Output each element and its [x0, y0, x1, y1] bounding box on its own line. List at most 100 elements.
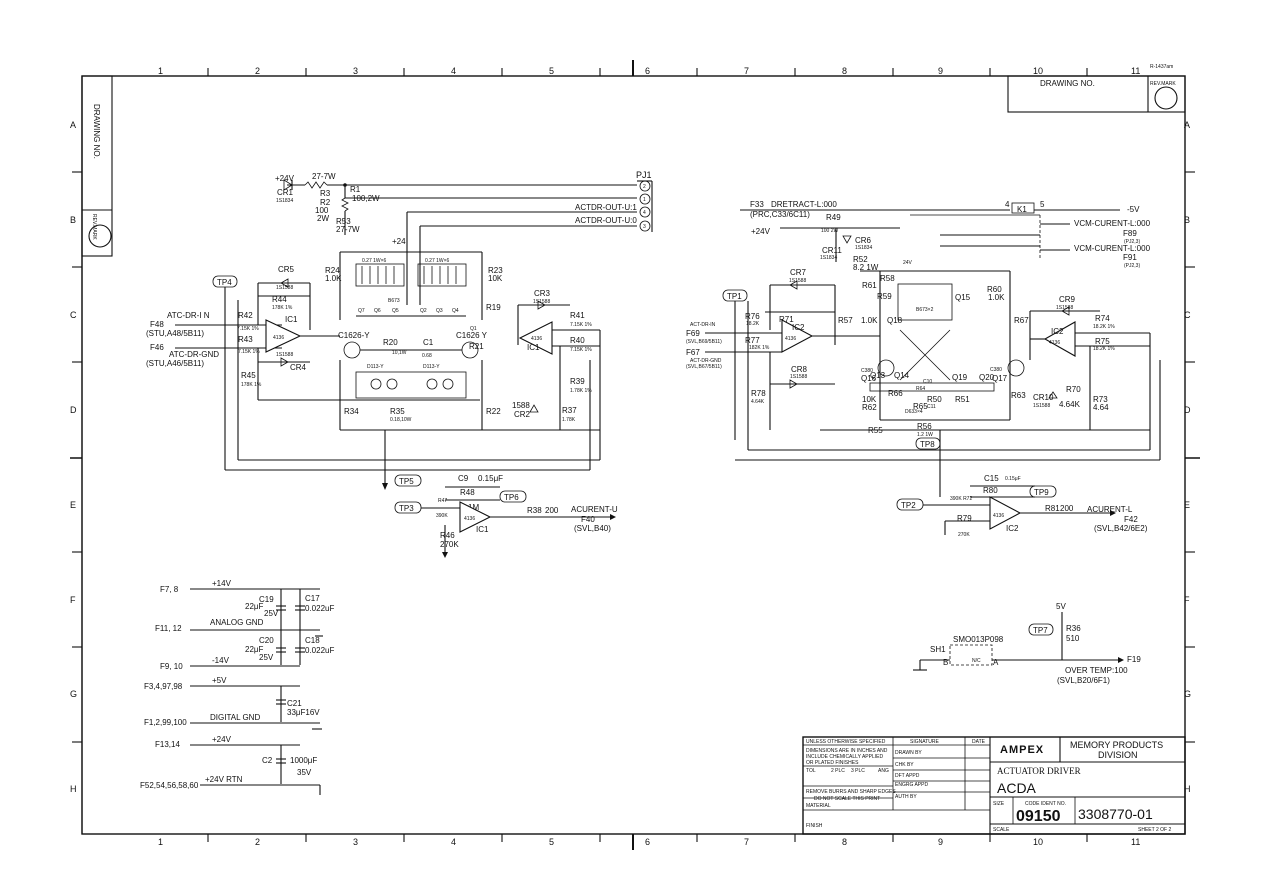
lbl-sh1: SH1	[930, 645, 946, 654]
top-drawing-no: DRAWING NO.	[1040, 79, 1095, 88]
lbl-sh-a: A	[993, 658, 999, 667]
row-c: C	[70, 310, 77, 320]
power-section: F7, 8 +14V C19 22μF 25V C17 0.022uF F11,…	[140, 579, 334, 795]
lbl-r52: R52	[853, 255, 868, 264]
left-drawing-no: DRAWING NO.	[92, 104, 101, 159]
lbl-c11: C11	[927, 404, 936, 410]
col-10: 10	[1033, 66, 1043, 76]
tb-tol3: 3 PLC	[851, 768, 865, 774]
pin-label: 2	[643, 184, 646, 190]
lbl-k-5: 5	[1040, 200, 1045, 209]
lbl-p24: +24V	[751, 227, 771, 236]
lbl-r56-val: 1.2 1W	[917, 432, 933, 438]
lbl-c380a: C380	[861, 368, 873, 374]
rev-circle-top	[1154, 86, 1178, 110]
tb-company: AMPEX	[1000, 744, 1044, 756]
lbl-r22: R22	[486, 407, 501, 416]
lbl-d633: D633×4	[905, 409, 923, 415]
lbl-r3: R3	[320, 189, 331, 198]
lbl-c18: C18	[305, 636, 320, 645]
lbl-cr3: CR3	[534, 289, 551, 298]
lbl-r67: R67	[1014, 316, 1029, 325]
lbl-r72-val: 4.64K	[1059, 400, 1081, 409]
lbl-ic1-type-c: 4136	[464, 516, 475, 522]
lbl-r58: R58	[880, 274, 895, 283]
cr1-diode-icon	[283, 179, 293, 191]
bcol-3: 3	[353, 837, 358, 847]
lbl-f48-name: ATC-DR-I N	[167, 311, 210, 320]
lbl-p24: +24V	[212, 735, 232, 744]
resistor-array-a	[355, 263, 405, 287]
lbl-r63: R63	[1011, 391, 1026, 400]
lbl-r56: R56	[917, 422, 932, 431]
lbl-d113b: D113-Y	[423, 364, 440, 370]
tb-dims1: DIMENSIONS ARE IN INCHES AND	[806, 748, 888, 754]
lbl-cr9: CR9	[1059, 295, 1076, 304]
lbl-r79-val: 270K	[958, 532, 970, 538]
lbl-tp5: TP5	[399, 477, 414, 486]
lbl-r72b: 390K R72	[950, 496, 972, 502]
tb-finish: FINISH	[806, 823, 823, 829]
lbl-q16: Q16	[861, 374, 877, 383]
lbl-c1-val: 0.68	[422, 353, 432, 359]
pj1-pin-1	[639, 193, 651, 205]
lbl-ic1-type: 4136	[273, 335, 284, 341]
row-a: A	[70, 120, 76, 130]
lbl-over-ref: (SVL,B20/6F1)	[1057, 676, 1110, 685]
lbl-r47: R47	[438, 498, 447, 504]
lbl-c21: C21	[287, 699, 302, 708]
lbl-cr5-part: 1S1588	[276, 285, 293, 291]
lbl-r45: R45	[241, 371, 256, 380]
pin-label: 4	[643, 210, 646, 216]
lbl-f12: F1,2,99,100	[144, 718, 187, 727]
lbl-c21-val: 33μF16V	[287, 708, 320, 717]
lbl-r75-val: 18.2K 1%	[1093, 346, 1115, 352]
lbl-cr3-part: 1S1588	[533, 299, 550, 305]
lbl-f69: F69	[686, 329, 700, 338]
lbl-r48: R48	[460, 488, 475, 497]
lbl-c380b: C380	[990, 367, 1002, 373]
tb-tol2: 2 PLC	[831, 768, 845, 774]
lbl-sm: SMO013P098	[953, 635, 1004, 644]
lbl-c1626a: C1626-Y	[338, 331, 370, 340]
lbl-b673-x2: B673×2	[916, 307, 934, 313]
lbl-f1112: F11, 12	[155, 624, 182, 633]
lbl-r53-val: 27-7W	[336, 225, 360, 234]
lbl-r62: R62	[862, 403, 877, 412]
bottom-column-labels: 1 2 3 4 5 6 7 8 9 10 11	[158, 834, 1140, 847]
lbl-tp2: TP2	[901, 501, 916, 510]
resistor-27-7w	[304, 181, 328, 189]
lbl-acurent-u: ACURENT-U	[571, 505, 618, 514]
col-8: 8	[842, 66, 847, 76]
lbl-c19-v: 25V	[264, 609, 279, 618]
lbl-r46: R46	[440, 531, 455, 540]
tb-material: MATERIAL	[806, 803, 831, 809]
col-1: 1	[158, 66, 163, 76]
right-driver-circuit: F33 DRETRACT-L:000 (PRC,C33/6C11) 4 K1 5…	[686, 200, 1161, 685]
lbl-r36-val: 510	[1066, 634, 1080, 643]
tb-title1: ACTUATOR DRIVER	[997, 766, 1081, 776]
lbl-r37-val: 1.78K	[562, 417, 576, 423]
lbl-cr10-part: 1S1588	[1033, 403, 1050, 409]
lbl-cr9-part: 1S1588	[1056, 305, 1073, 311]
lbl-k1: K1	[1017, 205, 1027, 214]
ic2-opamp-sense	[989, 496, 1022, 530]
lbl-r35: R35	[390, 407, 405, 416]
lbl-c20-v: 25V	[259, 653, 274, 662]
lbl-q1: Q1	[470, 326, 477, 332]
lbl-r76-val: 18.2K	[746, 321, 760, 327]
lbl-r77-val: 182K 1%	[749, 345, 770, 351]
lbl-q19: Q19	[952, 373, 968, 382]
lbl-f91-ref: (PJ2,3)	[1124, 263, 1140, 269]
lbl-cr8: CR8	[791, 365, 808, 374]
lbl-tp7: TP7	[1033, 626, 1048, 635]
lbl-c18-val: 0.022uF	[305, 646, 334, 655]
lbl-f46-name: ATC-DR-GND	[169, 350, 219, 359]
lbl-arr-a: 0.27 1W×6	[362, 258, 387, 264]
lbl-r44-val: 178K 1%	[272, 305, 293, 311]
lbl-f42: F42	[1124, 515, 1138, 524]
lbl-v24: 24V	[903, 260, 913, 266]
lbl-ic2-a: IC2	[792, 323, 805, 332]
tb-size: SIZE	[993, 801, 1005, 807]
tb-code-ident: CODE IDENT NO.	[1025, 801, 1066, 807]
